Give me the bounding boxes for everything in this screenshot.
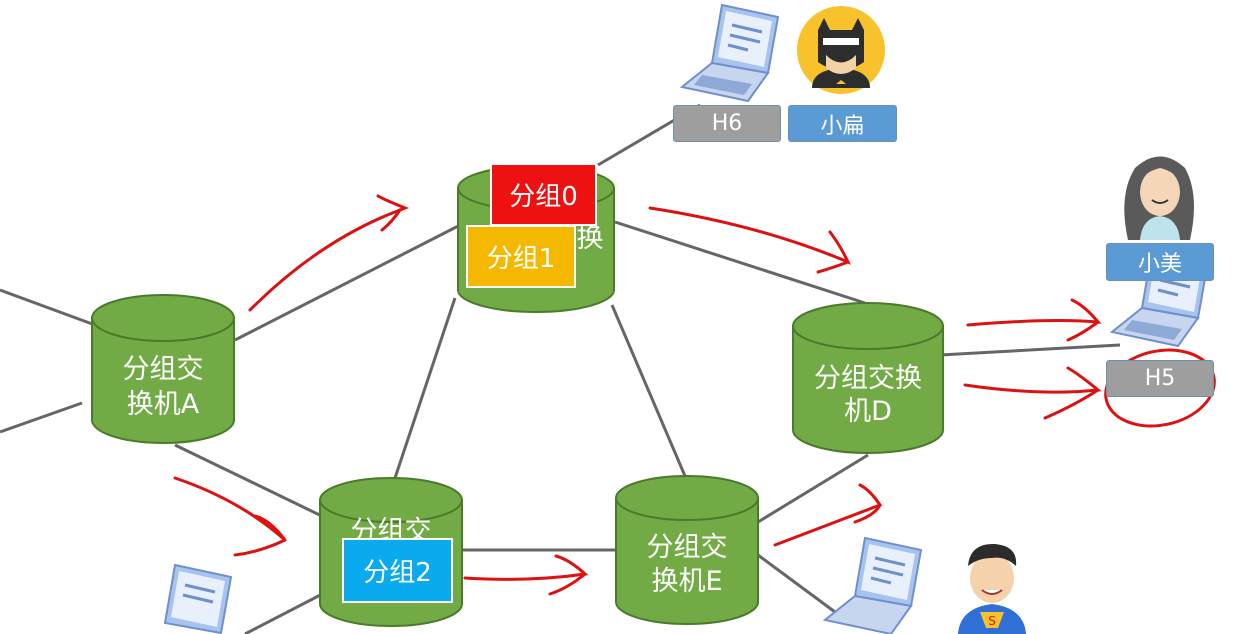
superman-avatar-icon: S — [958, 543, 1026, 634]
link-left-a2 — [0, 401, 83, 434]
switch-d-line1: 分组交换 — [814, 363, 922, 394]
switch-a: 分组交 换机A — [91, 294, 235, 444]
link-b-e — [610, 304, 687, 477]
host-label-h5: H5 — [1106, 360, 1214, 397]
link-e-host — [757, 553, 836, 614]
packet-0: 分组0 — [490, 163, 597, 226]
switch-d-line2: 机D — [844, 396, 892, 427]
packet-2: 分组2 — [342, 538, 453, 603]
link-e-d — [757, 453, 869, 524]
host-label-h6: H6 — [673, 105, 781, 142]
laptop-icon — [163, 563, 233, 634]
switch-a-line2: 换机A — [127, 389, 200, 420]
switch-a-line1: 分组交 — [123, 354, 204, 385]
switch-d: 分组交换 机D — [792, 302, 944, 454]
link-b-c — [393, 297, 457, 479]
switch-e: 分组交 换机E — [615, 475, 759, 625]
links — [0, 103, 1121, 634]
woman-avatar-icon — [1124, 156, 1194, 240]
svg-text:S: S — [988, 614, 996, 628]
link-b-d — [614, 220, 866, 305]
batman-avatar-icon — [797, 6, 885, 94]
switch-b-line2: 换 — [577, 223, 604, 254]
link-a-b — [234, 218, 471, 342]
switch-e-line1: 分组交 — [647, 532, 728, 563]
switch-e-line2: 换机E — [651, 566, 722, 597]
laptop-icon — [822, 536, 923, 634]
user-label-xiaobian: 小扁 — [788, 105, 897, 142]
annotation-arrows — [173, 194, 1216, 596]
link-c-host — [244, 588, 331, 634]
link-a-c — [174, 443, 331, 522]
laptop-icon — [679, 3, 780, 103]
user-label-xiaomei: 小美 — [1106, 243, 1214, 281]
link-d-h5 — [939, 343, 1121, 357]
packet-1: 分组1 — [466, 225, 576, 288]
link-left-a1 — [0, 288, 96, 327]
